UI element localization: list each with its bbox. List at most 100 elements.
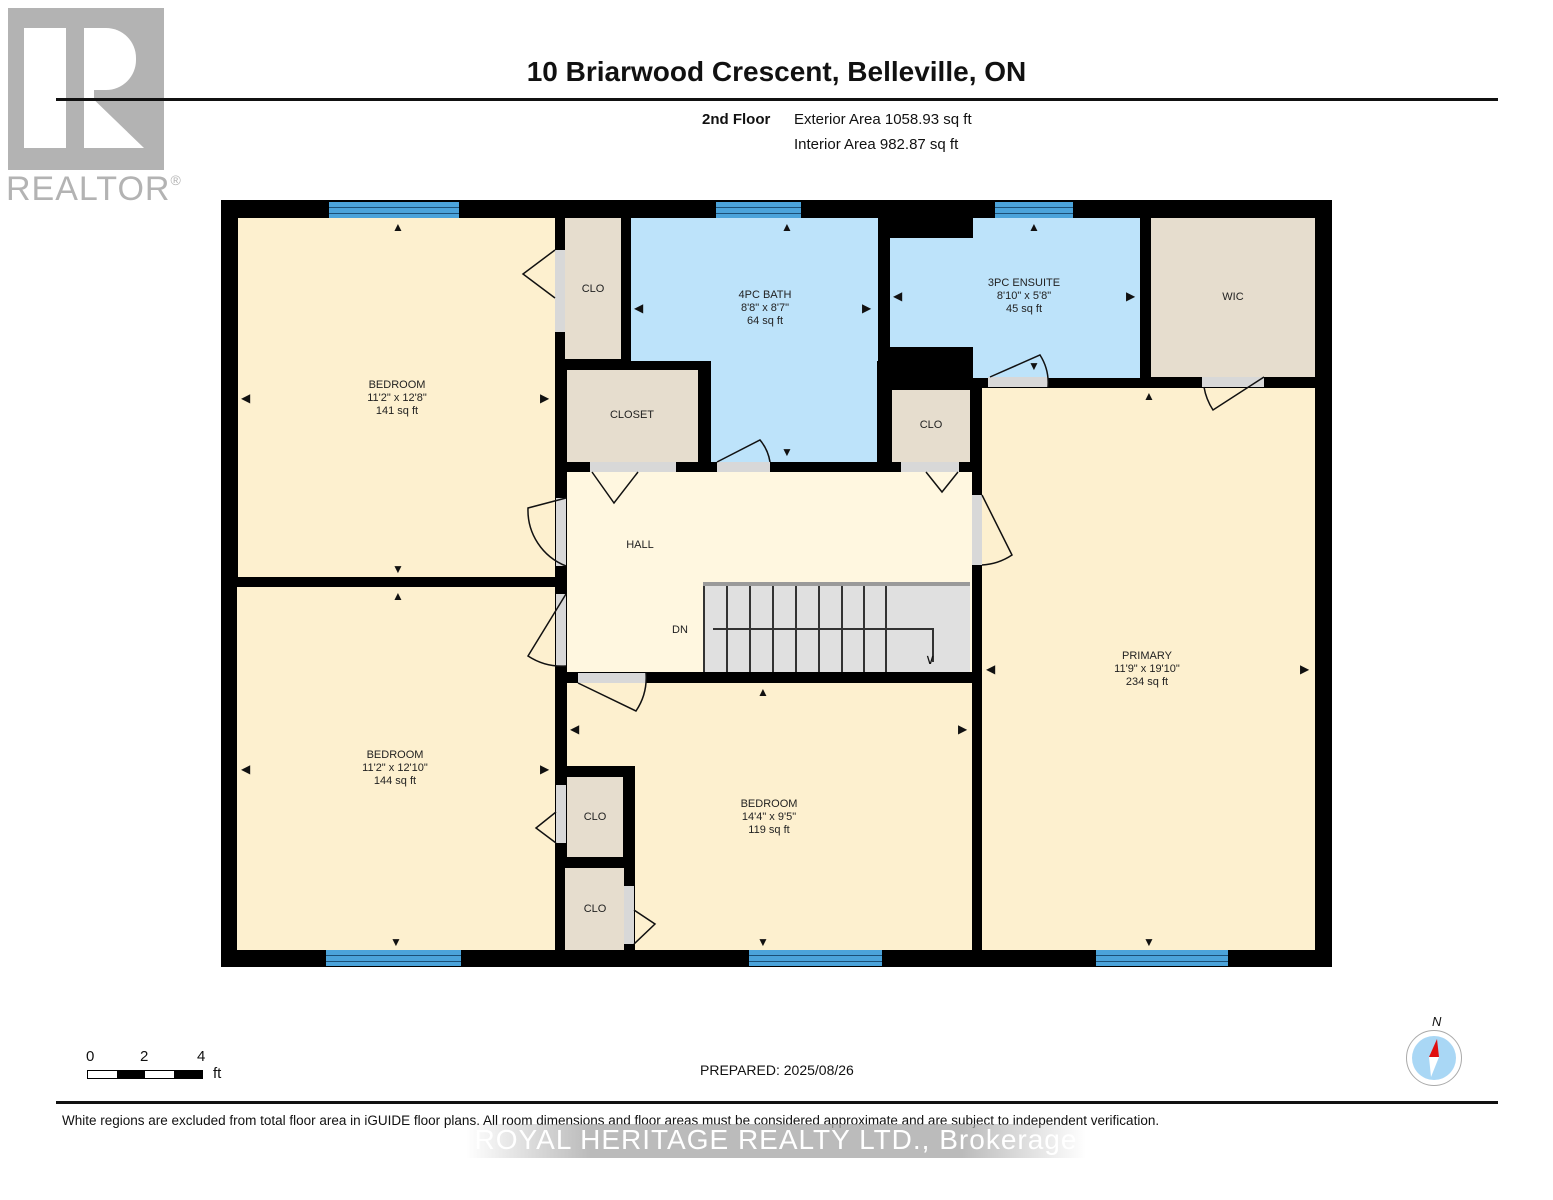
room-primary	[982, 388, 1315, 950]
dimension-arrow-icon: ▲	[392, 220, 404, 234]
stairs-down-arrow-icon: ∨	[925, 651, 936, 667]
room-bedroom-sw	[237, 587, 555, 950]
room-clo-sw1	[567, 777, 623, 857]
stairs-dn-label: DN	[672, 624, 688, 636]
room-label-primary: PRIMARY 11'9" x 19'10" 234 sq ft	[1087, 650, 1207, 689]
dimension-arrow-icon: ◀	[893, 289, 903, 303]
room-label-bedroom-s: BEDROOM 14'4" x 9'5" 119 sq ft	[709, 798, 829, 837]
door-opening[interactable]	[717, 462, 770, 472]
staircase: ∨	[703, 582, 970, 672]
room-dimensions: 8'8" x 8'7"	[740, 302, 790, 314]
door-opening[interactable]	[556, 498, 566, 566]
dimension-arrow-icon: ◀	[241, 391, 251, 405]
dimension-arrow-icon: ▼	[392, 562, 404, 576]
door-opening[interactable]	[578, 673, 646, 683]
room-4pc-bath	[631, 218, 878, 361]
room-name: BEDROOM	[368, 379, 426, 391]
room-name: BEDROOM	[740, 798, 798, 810]
window	[326, 950, 461, 966]
compass-north-label: N	[1432, 1014, 1442, 1029]
dimension-arrow-icon: ▶	[540, 762, 550, 776]
realtor-wordmark: REALTOR	[6, 170, 171, 208]
room-dimensions: 11'2" x 12'10"	[362, 762, 428, 774]
dimension-arrow-icon: ▼	[781, 445, 793, 459]
registered-mark: ®	[170, 172, 182, 188]
door-opening[interactable]	[901, 462, 959, 472]
room-area: 144 sq ft	[373, 775, 417, 787]
room-4pc-bath-lower	[711, 355, 877, 462]
dimension-arrow-icon: ▲	[1143, 389, 1155, 403]
dimension-arrow-icon: ▼	[1028, 359, 1040, 373]
scale-tick: 0	[86, 1048, 95, 1065]
room-dimensions: 11'9" x 19'10"	[1114, 663, 1180, 675]
footer-divider	[56, 1101, 1498, 1104]
room-name: PRIMARY	[1122, 650, 1172, 662]
dimension-arrow-icon: ▲	[1028, 220, 1040, 234]
room-label-clo-mid: CLO	[919, 419, 943, 431]
dimension-arrow-icon: ◀	[241, 762, 251, 776]
interior-area: Interior Area 982.87 sq ft	[794, 136, 959, 153]
room-bedroom-nw	[238, 218, 555, 577]
room-label-bedroom-sw: BEDROOM 11'2" x 12'10" 144 sq ft	[335, 749, 455, 788]
dimension-arrow-icon: ▲	[392, 589, 404, 603]
door-opening[interactable]	[555, 250, 565, 332]
room-clo-sw2	[565, 868, 624, 950]
dimension-arrow-icon: ▶	[540, 391, 550, 405]
room-dimensions: 14'4" x 9'5"	[741, 811, 797, 823]
dimension-arrow-icon: ▶	[1126, 289, 1136, 303]
room-dimensions: 8'10" x 5'8"	[996, 290, 1052, 302]
door-opening[interactable]	[556, 785, 566, 843]
room-3pc-ensuite-upper	[973, 218, 1140, 378]
door-opening[interactable]	[1202, 377, 1264, 387]
dimension-arrow-icon: ◀	[634, 301, 644, 315]
door-opening[interactable]	[972, 495, 982, 565]
room-clo-mid	[892, 390, 970, 462]
room-name: BEDROOM	[366, 749, 424, 761]
scale-tick: 2	[140, 1048, 149, 1065]
bedroom-s-notch	[635, 766, 645, 950]
dimension-arrow-icon: ▼	[757, 935, 769, 949]
room-area: 119 sq ft	[748, 824, 790, 836]
dimension-arrow-icon: ◀	[570, 722, 580, 736]
dimension-arrow-icon: ◀	[986, 662, 996, 676]
room-wic	[1151, 218, 1315, 377]
scale-unit: ft	[213, 1065, 222, 1082]
room-label-clo-sw1: CLO	[583, 811, 607, 823]
room-label-clo-top: CLO	[581, 283, 605, 295]
page-title: 10 Briarwood Crescent, Belleville, ON	[526, 56, 1027, 87]
room-area: 64 sq ft	[746, 315, 784, 327]
room-label-closet: CLOSET	[609, 409, 654, 421]
window	[716, 202, 801, 218]
dimension-arrow-icon: ▲	[757, 685, 769, 699]
window	[749, 950, 882, 966]
compass-icon	[1406, 1030, 1462, 1086]
room-label-hall: HALL	[626, 539, 654, 551]
dimension-arrow-icon: ▶	[862, 301, 872, 315]
room-area: 234 sq ft	[1125, 676, 1169, 688]
scale-bar	[87, 1070, 203, 1079]
room-label-3pc-ensuite: 3PC ENSUITE 8'10" x 5'8" 45 sq ft	[964, 277, 1084, 316]
door-opening[interactable]	[590, 462, 676, 472]
window	[329, 202, 459, 218]
door-opening[interactable]	[556, 594, 566, 666]
prepared-date: PREPARED: 2025/08/26	[700, 1062, 854, 1078]
realtor-logo-r-stem	[24, 28, 66, 148]
room-label-4pc-bath: 4PC BATH 8'8" x 8'7" 64 sq ft	[705, 289, 825, 328]
dimension-arrow-icon: ▶	[1300, 662, 1310, 676]
realtor-logo-text: REALTOR®	[6, 170, 182, 209]
room-area: 45 sq ft	[1005, 303, 1043, 315]
floor-label: 2nd Floor	[702, 111, 771, 128]
door-opening[interactable]	[624, 886, 634, 944]
dimension-arrow-icon: ▲	[781, 220, 793, 234]
window	[1096, 950, 1228, 966]
dimension-arrow-icon: ▼	[1143, 935, 1155, 949]
dimension-arrow-icon: ▼	[390, 935, 402, 949]
header-divider	[56, 98, 1498, 101]
room-name: 4PC BATH	[738, 289, 792, 301]
dimension-arrow-icon: ▶	[958, 722, 968, 736]
exterior-area: Exterior Area 1058.93 sq ft	[794, 111, 972, 128]
room-name: 3PC ENSUITE	[987, 277, 1061, 289]
room-area: 141 sq ft	[375, 405, 419, 417]
door-opening[interactable]	[988, 377, 1048, 387]
